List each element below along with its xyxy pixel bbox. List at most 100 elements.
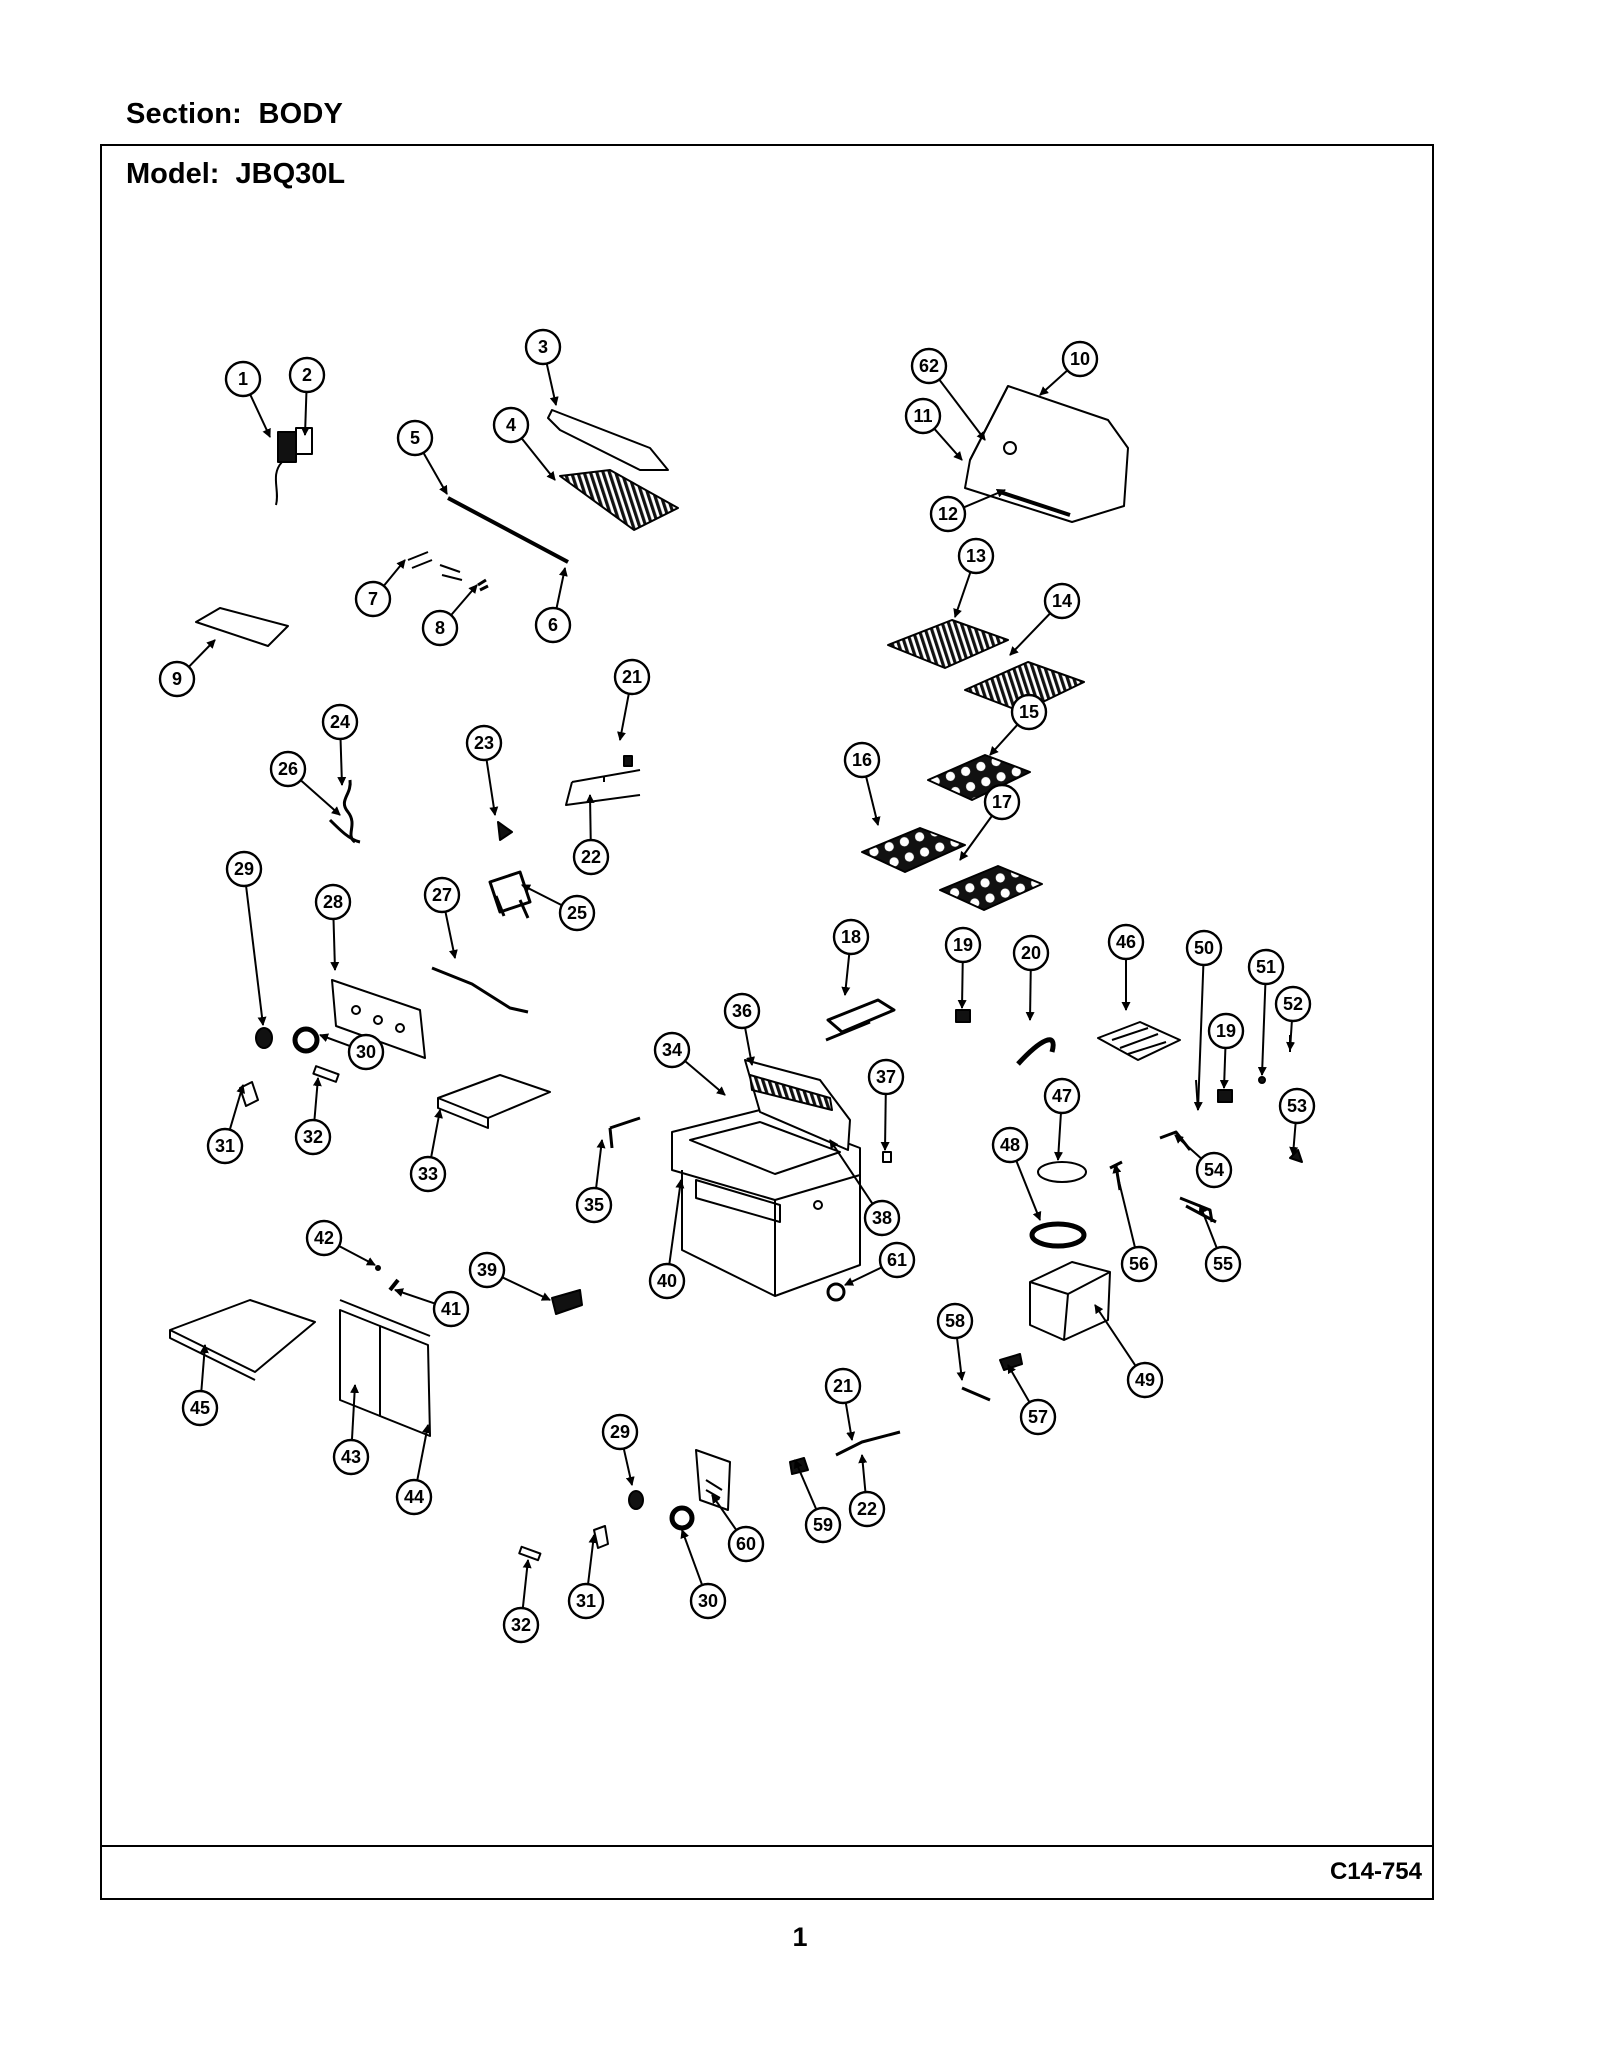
- callout-bubble: [832, 918, 870, 956]
- exploded-parts-diagram: 1234567891062111213141516172122232426252…: [158, 328, 1316, 1644]
- callout-bubble: [878, 1241, 916, 1279]
- callout-leader: [711, 1494, 738, 1531]
- control-knob-part: [255, 1027, 273, 1049]
- callout-leader: [989, 723, 1019, 756]
- callout-bubble: [206, 1127, 244, 1165]
- callout-bubble: [492, 406, 530, 444]
- callout-leader: [1219, 1047, 1229, 1089]
- callout-number: 26: [278, 759, 298, 779]
- side-burner-head-part: [1029, 1221, 1087, 1249]
- callout-19: 19: [944, 926, 982, 1009]
- callout-bubble: [1204, 1245, 1242, 1283]
- callout-6: 6: [534, 567, 572, 644]
- callout-number: 25: [567, 903, 587, 923]
- callout-bubble: [314, 883, 352, 921]
- bottom-shelf-part: [169, 1299, 316, 1373]
- valve-part: [497, 821, 513, 841]
- callout-number: 6: [548, 615, 558, 635]
- callout-number: 2: [302, 365, 312, 385]
- callout-59: 59: [794, 1459, 842, 1544]
- callout-32: 32: [294, 1077, 332, 1156]
- callout-leader: [249, 393, 271, 438]
- thumb-screw-part: [477, 578, 489, 592]
- callout-leader: [338, 1245, 376, 1266]
- callout-number: 31: [576, 1591, 596, 1611]
- callout-bubble: [294, 1118, 332, 1156]
- callout-49: 49: [1094, 1304, 1164, 1399]
- callout-46: 46: [1107, 923, 1145, 1011]
- callout-number: 57: [1028, 1407, 1048, 1427]
- callout-bubble: [1207, 1012, 1245, 1050]
- callout-leader: [1289, 1122, 1299, 1156]
- section-title: Section: BODY: [126, 98, 344, 130]
- burner-tube-upper-part: [565, 769, 641, 806]
- callout-number: 56: [1129, 1254, 1149, 1274]
- callout-leader: [300, 391, 310, 436]
- callout-number: 48: [1000, 1135, 1020, 1155]
- callout-number: 59: [813, 1515, 833, 1535]
- callout-bubble: [558, 894, 596, 932]
- callout-number: 12: [938, 504, 958, 524]
- callout-bubble: [936, 1302, 974, 1340]
- callout-3: 3: [524, 328, 562, 406]
- callout-bubble: [991, 1126, 1029, 1164]
- callout-28: 28: [314, 883, 352, 971]
- callout-number: 60: [736, 1534, 756, 1554]
- warming-rack-part: [559, 469, 679, 531]
- briquette-grate-right-part: [939, 865, 1043, 911]
- callout-leader: [1257, 983, 1267, 1076]
- callout-number: 13: [966, 546, 986, 566]
- callout-61: 61: [844, 1241, 916, 1286]
- rotisserie-forks-part: [407, 551, 463, 581]
- callout-number: 10: [1070, 349, 1090, 369]
- callout-number: 44: [404, 1487, 424, 1507]
- callout-32: 32: [502, 1559, 540, 1644]
- callout-24: 24: [321, 703, 359, 786]
- callout-bubble: [1043, 582, 1081, 620]
- callout-number: 14: [1052, 591, 1072, 611]
- callout-bubble: [465, 724, 503, 762]
- callout-leader: [587, 1534, 598, 1585]
- wire-harness-part: [431, 966, 529, 1014]
- callout-bubble: [396, 419, 434, 457]
- callout-51: 51: [1247, 948, 1285, 1076]
- callout-30: 30: [680, 1529, 727, 1620]
- grill-body-cart-part: [671, 1059, 861, 1297]
- hood-handle-part: [999, 490, 1071, 517]
- callout-number: 29: [234, 859, 254, 879]
- rotisserie-rod-part: [447, 496, 569, 564]
- hinge-part: [388, 1278, 400, 1292]
- callout-number: 28: [323, 892, 343, 912]
- gas-hose-part: [1016, 1037, 1056, 1066]
- callout-leader: [1094, 1304, 1137, 1367]
- callout-leader: [520, 437, 556, 481]
- callout-number: 3: [538, 337, 548, 357]
- callout-bubble: [288, 356, 326, 394]
- callout-number: 1: [238, 369, 248, 389]
- callout-number: 46: [1116, 932, 1136, 952]
- callout-29: 29: [601, 1413, 639, 1486]
- callout-bubble: [432, 1290, 470, 1328]
- callout-bubble: [689, 1582, 727, 1620]
- callout-number: 41: [441, 1299, 461, 1319]
- callout-number: 16: [852, 750, 872, 770]
- callout-31: 31: [567, 1534, 605, 1620]
- callout-22: 22: [848, 1454, 886, 1528]
- callout-number: 23: [474, 733, 494, 753]
- callout-16: 16: [843, 741, 881, 826]
- callout-leader: [953, 571, 972, 618]
- callout-40: 40: [648, 1179, 686, 1300]
- callout-41: 41: [394, 1288, 470, 1328]
- callout-bubble: [1278, 1087, 1316, 1125]
- callout-bubble: [524, 328, 562, 366]
- callout-bubble: [1126, 1361, 1164, 1399]
- callout-bubble: [824, 1367, 862, 1405]
- callout-55: 55: [1198, 1204, 1242, 1283]
- callout-60: 60: [711, 1494, 765, 1563]
- callout-bubble: [225, 850, 263, 888]
- callout-bubble: [929, 495, 967, 533]
- callout-leader: [1174, 1134, 1203, 1160]
- callout-9: 9: [158, 639, 216, 698]
- callout-leader: [744, 1027, 755, 1066]
- callout-leader: [684, 1060, 726, 1096]
